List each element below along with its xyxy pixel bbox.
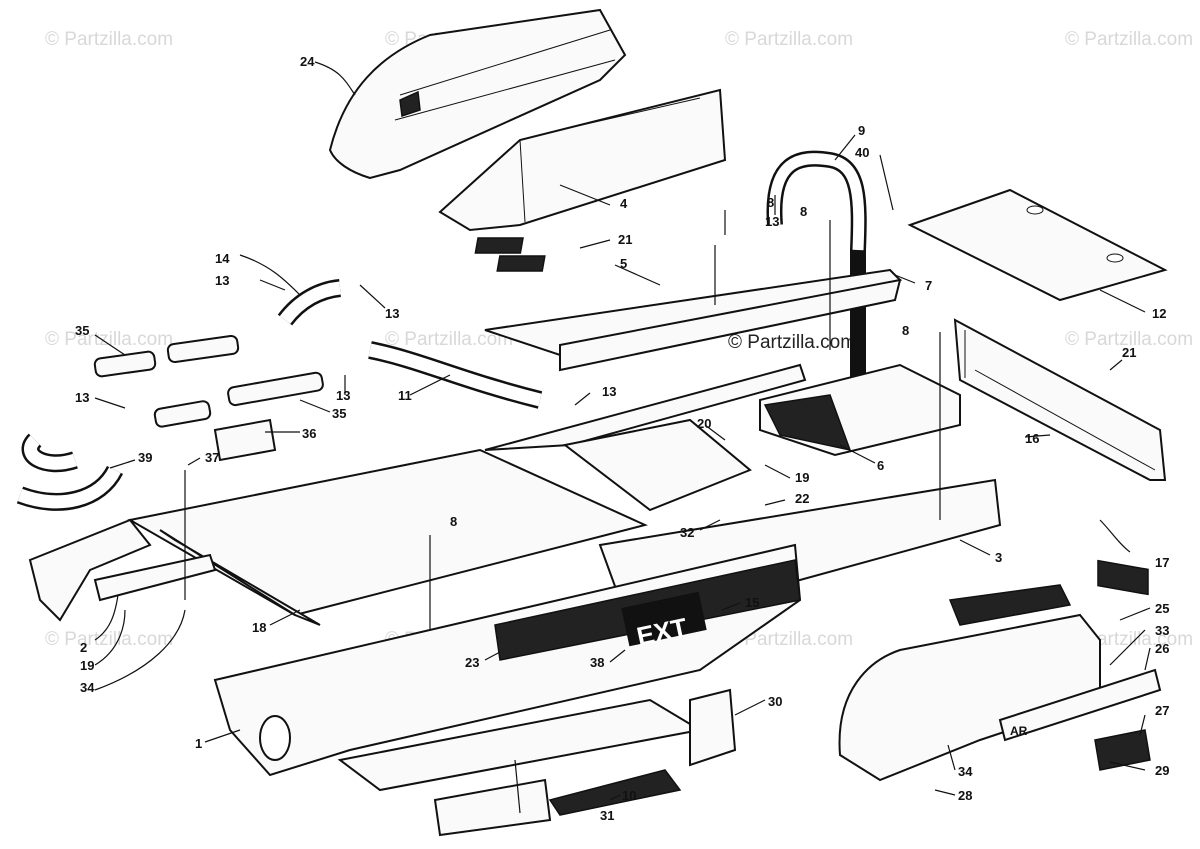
watermark: © Partzilla.com <box>1065 329 1193 350</box>
callout-38: 38 <box>590 655 604 670</box>
part-16-rail <box>953 318 1167 481</box>
callout-13: 13 <box>765 214 779 229</box>
callout-23: 23 <box>465 655 479 670</box>
part-21-pads <box>474 237 1149 596</box>
callout-1: 1 <box>195 736 202 751</box>
callout-20: 20 <box>697 416 711 431</box>
part-10-pad <box>548 769 682 816</box>
callout-35: 35 <box>75 323 89 338</box>
callout-28: 28 <box>958 788 972 803</box>
decal-text: AR <box>1010 724 1028 738</box>
callout-13: 13 <box>215 273 229 288</box>
part-27-decal: AR <box>998 668 1162 771</box>
part-4-bracket <box>438 88 727 232</box>
leader-lines <box>94 61 1151 814</box>
watermark: © Partzilla.com <box>1065 29 1193 50</box>
part-9-u-hose <box>766 150 867 380</box>
callout-34: 34 <box>80 680 95 695</box>
callout-19: 19 <box>795 470 809 485</box>
part-12-plate <box>907 188 1168 302</box>
callout-13: 13 <box>75 390 89 405</box>
callout-2: 2 <box>80 640 87 655</box>
callout-32: 32 <box>680 525 694 540</box>
callout-16: 16 <box>1025 431 1039 446</box>
part-6-exchanger <box>759 363 961 457</box>
callout-10: 10 <box>622 788 636 803</box>
part-24-hood <box>328 8 627 180</box>
part-18-floor-panel <box>127 448 648 626</box>
callout-labels: 24 4 9 40 8 13 8 21 5 7 12 14 13 13 35 1… <box>75 54 1169 823</box>
callout-37: 37 <box>205 450 219 465</box>
callout-12: 12 <box>1152 306 1166 321</box>
callout-4: 4 <box>620 196 628 211</box>
center-watermark: © Partzilla.com <box>728 332 856 353</box>
watermark: © Partzilla.com <box>45 329 173 350</box>
callout-6: 6 <box>877 458 884 473</box>
callout-5: 5 <box>620 256 627 271</box>
callout-14: 14 <box>215 251 230 266</box>
callout-22: 22 <box>795 491 809 506</box>
callout-25: 25 <box>1155 601 1169 616</box>
watermark: © Partzilla.com <box>725 629 853 650</box>
part-30-bracket <box>689 688 737 767</box>
callout-19: 19 <box>80 658 94 673</box>
watermark: © Partzilla.com <box>725 29 853 50</box>
callout-7: 7 <box>925 278 932 293</box>
callout-13: 13 <box>602 384 616 399</box>
callout-13: 13 <box>336 388 350 403</box>
callout-8: 8 <box>902 323 909 338</box>
watermark: © Partzilla.com <box>45 29 173 50</box>
tunnel-upper-plate <box>484 363 807 512</box>
left-hoses <box>16 279 543 511</box>
callout-3: 3 <box>995 550 1002 565</box>
part-5-tray <box>484 268 902 372</box>
callout-21: 21 <box>1122 345 1136 360</box>
callout-31: 31 <box>600 808 614 823</box>
callout-18: 18 <box>252 620 266 635</box>
part-31-bracket <box>433 778 552 837</box>
callout-13: 13 <box>385 306 399 321</box>
callout-15: 15 <box>745 595 759 610</box>
callout-33: 33 <box>1155 623 1169 638</box>
part-23-emblem-strip: EXT <box>494 559 801 661</box>
callout-40: 40 <box>855 145 869 160</box>
callout-8: 8 <box>800 204 807 219</box>
callout-8: 8 <box>450 514 457 529</box>
callout-39: 39 <box>138 450 152 465</box>
part-26-rear-cover <box>838 584 1101 782</box>
callout-27: 27 <box>1155 703 1169 718</box>
callout-17: 17 <box>1155 555 1169 570</box>
callout-30: 30 <box>768 694 782 709</box>
callout-35: 35 <box>332 406 346 421</box>
callout-29: 29 <box>1155 763 1169 778</box>
watermark: © Partzilla.com <box>45 629 173 650</box>
callout-21: 21 <box>618 232 632 247</box>
callout-9: 9 <box>858 123 865 138</box>
callout-36: 36 <box>302 426 316 441</box>
watermark: © Partzilla.com <box>385 329 513 350</box>
callout-11: 11 <box>398 388 412 403</box>
callout-8: 8 <box>767 195 774 210</box>
callout-26: 26 <box>1155 641 1169 656</box>
callout-24: 24 <box>300 54 315 69</box>
callout-34: 34 <box>958 764 973 779</box>
